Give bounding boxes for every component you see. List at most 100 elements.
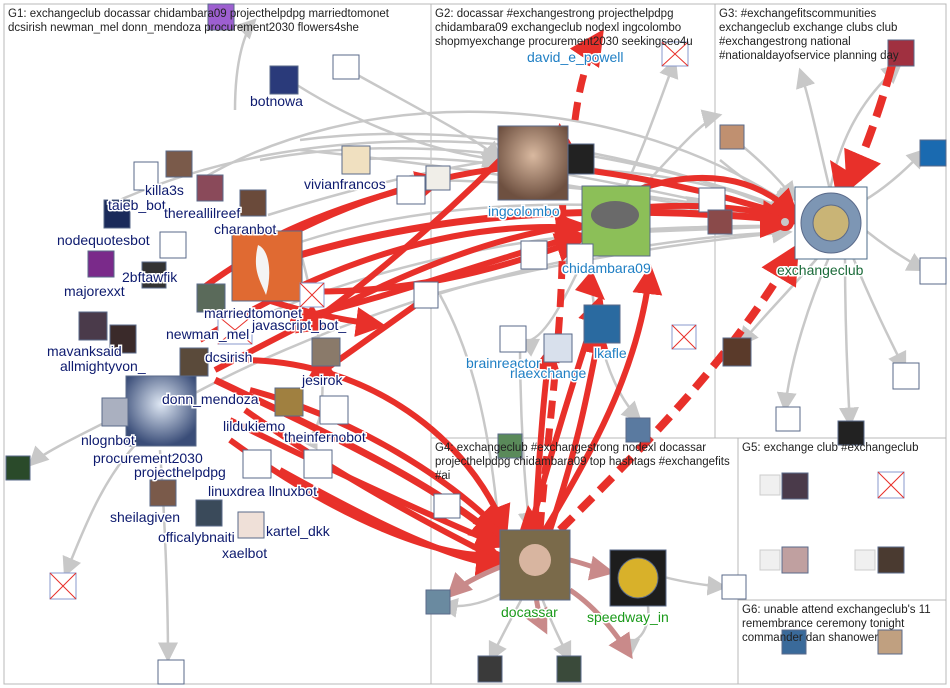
- avatar-node[interactable]: [433, 493, 461, 519]
- label-charanbot[interactable]: charanbot: [213, 220, 278, 239]
- label-speedway-in[interactable]: speedway_in: [586, 608, 671, 627]
- avatar-node[interactable]: [157, 659, 185, 685]
- avatar-nlognbot[interactable]: [101, 397, 129, 427]
- avatar-node[interactable]: [497, 433, 523, 459]
- avatar-node[interactable]: [425, 589, 451, 615]
- avatar-node[interactable]: [887, 39, 915, 67]
- avatar-node[interactable]: [877, 629, 903, 655]
- label-xaelbot[interactable]: xaelbot: [221, 544, 269, 563]
- label-linuxdreamlinuxbot[interactable]: linuxdrea llnuxbot: [207, 482, 319, 501]
- avatar-node[interactable]: [781, 546, 809, 574]
- avatar-sheilagiven[interactable]: [149, 479, 177, 507]
- avatar-node[interactable]: [919, 257, 947, 285]
- avatar-node[interactable]: [159, 231, 187, 259]
- avatar-node[interactable]: [837, 420, 865, 446]
- label-sheilagiven[interactable]: sheilagiven: [109, 508, 182, 527]
- avatar-llnuxbot[interactable]: [303, 449, 333, 479]
- label-officalybnaiti[interactable]: officalybnaiti: [157, 528, 237, 547]
- avatar-node[interactable]: [556, 655, 582, 683]
- missing-image-node[interactable]: [671, 324, 697, 350]
- avatar-node[interactable]: [425, 165, 451, 191]
- avatar-lkafle[interactable]: [583, 304, 621, 344]
- label-chidambara09[interactable]: chidambara09: [561, 259, 653, 278]
- avatar-dcsirish[interactable]: [179, 347, 209, 377]
- label-killa3s[interactable]: killa3s: [144, 181, 186, 200]
- avatar-nodequotesbot[interactable]: [103, 199, 131, 229]
- label-brainreactor[interactable]: brainreactor: [465, 354, 543, 373]
- avatar-taieb-bot[interactable]: [133, 161, 159, 191]
- avatar-node[interactable]: [759, 474, 781, 496]
- avatar-node[interactable]: [775, 406, 801, 432]
- avatar-node[interactable]: [5, 455, 31, 481]
- avatar-vivianfrancos[interactable]: [341, 145, 371, 175]
- avatar-procurement2030[interactable]: [125, 375, 197, 447]
- avatar-node[interactable]: [919, 139, 947, 167]
- label-javascript-bot[interactable]: javascript_bot_: [250, 316, 348, 335]
- avatar-node[interactable]: [759, 549, 781, 571]
- avatar-kartel-dkk[interactable]: [237, 511, 265, 539]
- label-jesirok[interactable]: jesirok: [300, 371, 345, 390]
- label-2bftawfik[interactable]: 2bftawfik: [121, 268, 180, 287]
- label-taieb-bot[interactable]: taieb_bot: [107, 196, 168, 215]
- missing-image-node[interactable]: [299, 282, 325, 308]
- avatar-theinfernobot[interactable]: [319, 395, 349, 425]
- avatar-2bftawfik[interactable]: [87, 250, 115, 278]
- label-david-e-powell[interactable]: david_e_powell: [526, 48, 626, 67]
- avatar-node[interactable]: [413, 281, 439, 309]
- label-botnowa[interactable]: botnowa: [249, 92, 305, 111]
- label-mavanksaid[interactable]: mavanksaid: [46, 342, 124, 361]
- avatar-node[interactable]: [707, 209, 733, 235]
- label-marriedtomonet[interactable]: marriedtomonet: [203, 304, 304, 323]
- avatar-node[interactable]: [207, 3, 235, 31]
- avatar-jesirok[interactable]: [311, 337, 341, 367]
- avatar-allmightyvon[interactable]: [109, 324, 137, 354]
- avatar-node[interactable]: [722, 337, 752, 367]
- label-allmightyvon[interactable]: allmightyvon_: [59, 357, 148, 376]
- avatar-charanbot[interactable]: [239, 189, 267, 217]
- label-procurement2030[interactable]: procurement2030: [92, 449, 205, 468]
- label-theinfernobot[interactable]: theinfernobot: [283, 428, 368, 447]
- avatar-node[interactable]: [396, 175, 426, 205]
- avatar-linuxdream[interactable]: [242, 449, 272, 479]
- avatar-rlaexchange[interactable]: [543, 333, 573, 363]
- avatar-killa3s[interactable]: [165, 150, 193, 178]
- label-ingcolombo[interactable]: ingcolombo: [487, 202, 562, 221]
- label-nlognbot[interactable]: nlognbot: [80, 431, 137, 450]
- avatar-node[interactable]: [877, 546, 905, 574]
- avatar-node[interactable]: [567, 143, 595, 175]
- label-donn-mendoza[interactable]: donn_mendoza: [161, 390, 261, 409]
- avatar-node[interactable]: [625, 417, 651, 443]
- missing-image-node[interactable]: [661, 41, 689, 67]
- label-rlaexchange[interactable]: rlaexchange: [509, 364, 588, 383]
- label-projecthelpdpg[interactable]: projecthelpdpg: [133, 463, 228, 482]
- missing-image-node[interactable]: [217, 315, 253, 345]
- avatar-node[interactable]: [520, 240, 548, 270]
- avatar-node[interactable]: [719, 124, 745, 150]
- avatar-node[interactable]: [781, 629, 807, 655]
- label-lildukiemo[interactable]: lildukiemo: [222, 417, 287, 436]
- label-majorexxt[interactable]: majorexxt: [63, 282, 127, 301]
- avatar-node[interactable]: [854, 549, 876, 571]
- avatar-majorexxt[interactable]: [141, 261, 167, 289]
- label-docassar[interactable]: docassar: [500, 603, 560, 622]
- label-nodequotesbot[interactable]: nodequotesbot: [56, 231, 152, 250]
- avatar-brainreactor[interactable]: [499, 325, 527, 353]
- avatar-thereallilreef[interactable]: [196, 174, 224, 202]
- missing-image-node[interactable]: [877, 471, 905, 499]
- label-vivianfrancos[interactable]: vivianfrancos: [303, 175, 388, 194]
- label-kartel-dkk[interactable]: kartel_dkk: [265, 522, 333, 541]
- label-thereallilreef[interactable]: thereallilreef: [163, 204, 242, 223]
- avatar-newman-mel[interactable]: [196, 283, 226, 313]
- label-newman-mel[interactable]: newman_mel: [165, 325, 251, 344]
- avatar-botnowa[interactable]: [269, 65, 299, 95]
- avatar-officalybnaiti[interactable]: [195, 499, 223, 527]
- label-exchangeclub[interactable]: exchangeclub: [776, 261, 866, 280]
- avatar-node[interactable]: [698, 187, 726, 213]
- avatar-node[interactable]: [566, 243, 594, 273]
- avatar-node[interactable]: [892, 362, 920, 390]
- avatar-mavanksaid[interactable]: [78, 311, 108, 341]
- avatar-node[interactable]: [477, 655, 503, 683]
- avatar-node[interactable]: [332, 54, 360, 80]
- label-dcsirish[interactable]: dcsirish: [204, 348, 254, 367]
- avatar-node[interactable]: [721, 574, 747, 600]
